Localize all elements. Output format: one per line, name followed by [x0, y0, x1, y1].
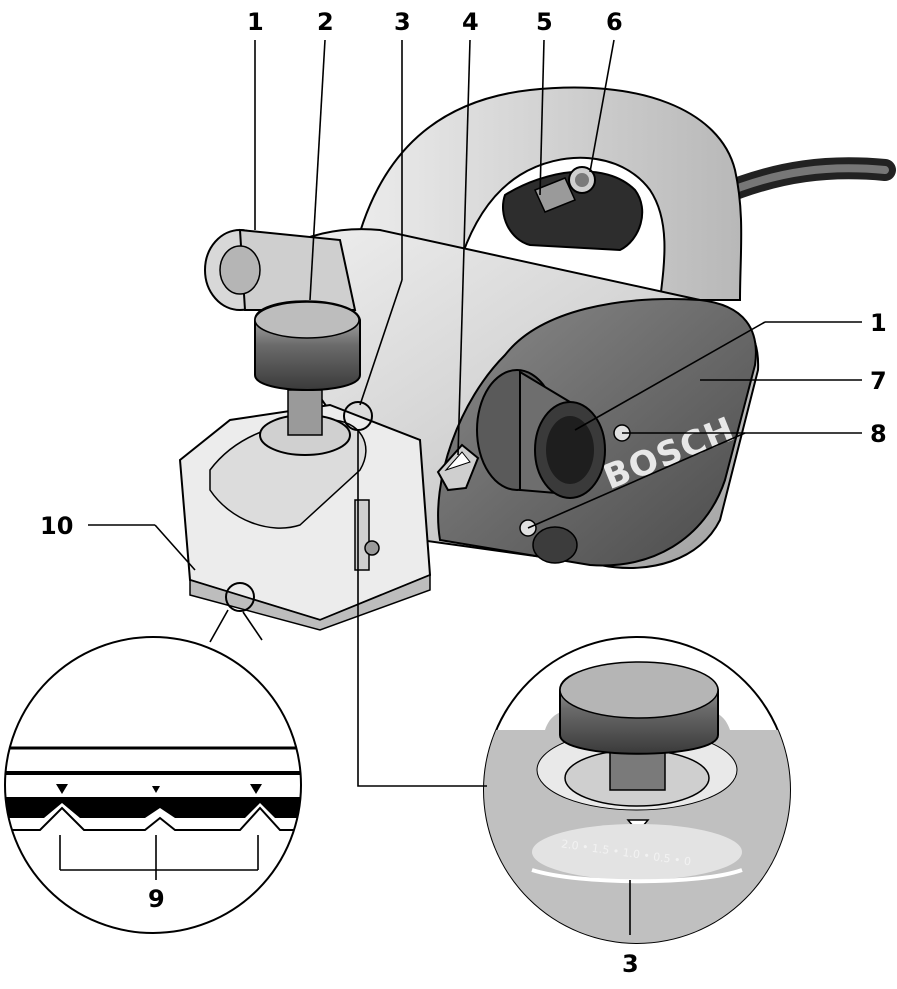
leader-8-b — [527, 432, 746, 529]
callout-7: 7 — [870, 367, 887, 395]
detail-marker-groove — [225, 582, 255, 612]
callout-6: 6 — [606, 8, 623, 36]
chip-ejector-right — [476, 369, 606, 499]
leader-5 — [539, 39, 545, 196]
callout-1-top: 1 — [247, 8, 264, 36]
callout-9: 9 — [148, 885, 165, 913]
power-cord — [709, 157, 896, 206]
leader-4 — [457, 39, 471, 456]
callout-1-right: 1 — [870, 309, 887, 337]
on-off-switch — [533, 177, 577, 213]
leader-10-diag — [154, 524, 196, 571]
callout-3-bottom: 3 — [622, 950, 639, 978]
leader-scale-detail — [357, 430, 487, 787]
front-base — [178, 403, 432, 631]
callout-4: 4 — [462, 8, 479, 36]
callout-2: 2 — [317, 8, 334, 36]
depth-adjustment-knob — [254, 300, 361, 456]
depth-scale-detail: 2.0 • 1.5 • 1.0 • 0.5 • 0 — [483, 636, 791, 944]
v-groove-detail — [4, 609, 302, 934]
leader-1-right-diag — [574, 321, 766, 431]
lock-on-button — [568, 166, 596, 194]
callout-3-top: 3 — [394, 8, 411, 36]
callout-5: 5 — [536, 8, 553, 36]
leader-6 — [589, 39, 615, 173]
belt-cover-boss — [532, 526, 578, 564]
leader-3-top-diag — [359, 279, 403, 406]
callout-10: 10 — [40, 512, 73, 540]
leader-2 — [309, 39, 326, 301]
chip-ejector-left — [204, 228, 357, 311]
callout-8: 8 — [870, 420, 887, 448]
